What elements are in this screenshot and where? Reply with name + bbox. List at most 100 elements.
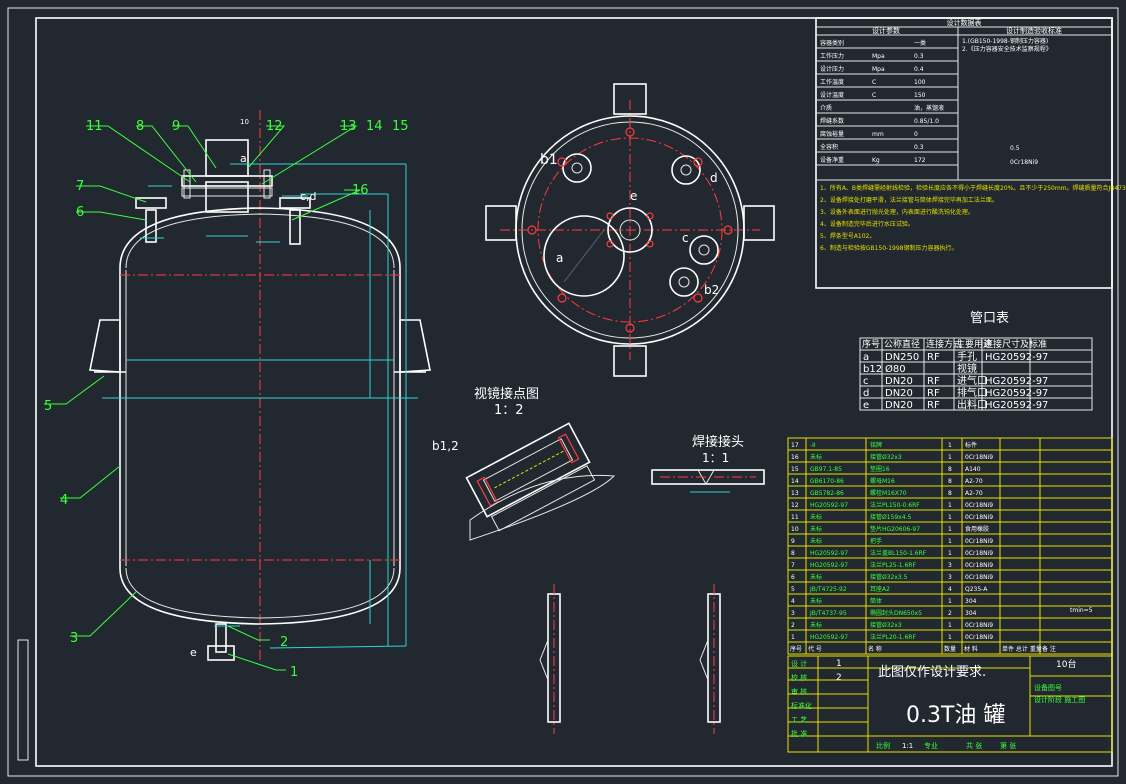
part-no-16: 16 bbox=[352, 183, 369, 198]
part-material: 0Cr18Ni9 bbox=[965, 634, 993, 641]
title-bottom-cell: 专业 bbox=[924, 741, 938, 750]
design-table-title: 设计数据表 bbox=[947, 18, 982, 27]
design-row-value: 0.4 bbox=[914, 66, 924, 73]
support-lug-left bbox=[89, 319, 121, 373]
part-material: 0Cr18Ni9 bbox=[965, 550, 993, 557]
part-no-1: 1 bbox=[290, 665, 298, 680]
parts-header-cell: 序号 bbox=[790, 645, 802, 653]
parts-header-cell: 材 料 bbox=[964, 645, 978, 653]
part-material: 标件 bbox=[965, 441, 977, 449]
center-outlet bbox=[607, 207, 653, 253]
top-label-e: e bbox=[630, 189, 637, 203]
nozzle-cell: b12 bbox=[863, 364, 882, 375]
part-name: 接管Ø32x3.5 bbox=[870, 573, 908, 581]
nozzle-cell: DN250 bbox=[885, 352, 919, 363]
drawing-border bbox=[35, 17, 1113, 767]
part-no: 13 bbox=[791, 490, 799, 497]
title-designer: 1 bbox=[836, 659, 842, 669]
top-lug-n bbox=[613, 83, 647, 115]
top-label-c: c bbox=[682, 231, 689, 245]
sight-glass-shell bbox=[469, 474, 616, 541]
part-no-12: 12 bbox=[266, 119, 283, 134]
part-no: 6 bbox=[791, 574, 795, 581]
main-label-a: a bbox=[240, 152, 247, 165]
design-data-table bbox=[815, 17, 1113, 289]
part-no-2: 2 bbox=[280, 635, 288, 650]
part-name: 螺母M16 bbox=[870, 477, 895, 485]
part-no: 16 bbox=[791, 454, 799, 461]
design-row-value: 150 bbox=[914, 92, 926, 99]
part-no-8: 8 bbox=[136, 119, 144, 134]
part-name: 法兰PL20-1.6RF bbox=[870, 633, 916, 641]
nozzle-table-title: 管口表 bbox=[970, 311, 1009, 326]
nozzle-cell: HG20592-97 bbox=[985, 388, 1048, 399]
part-name: 把手 bbox=[870, 537, 882, 545]
nozzle-cell: RF bbox=[927, 400, 940, 411]
design-row-unit: C bbox=[872, 79, 876, 86]
parts-header-cell: 单件 总计 重量 bbox=[1002, 645, 1042, 653]
part-material: A2-70 bbox=[965, 490, 983, 497]
part-no: 8 bbox=[791, 550, 795, 557]
part-qty: 1 bbox=[948, 598, 952, 605]
part-code: 未标 bbox=[810, 537, 822, 545]
part-no-9: 9 bbox=[172, 119, 180, 134]
design-col-left: 设计参数 bbox=[872, 26, 900, 35]
nozzle-cell: 进气口 bbox=[957, 374, 987, 387]
main-label-cd: c,d bbox=[300, 190, 317, 203]
part-qty: 1 bbox=[948, 502, 952, 509]
part-no: 11 bbox=[791, 514, 799, 521]
nozzle-cell: e bbox=[863, 400, 869, 411]
nozzle-flange-right bbox=[279, 197, 311, 209]
design-row-value: 100 bbox=[914, 79, 926, 86]
part-code: JB/T4737-95 bbox=[809, 610, 847, 617]
nozzle-cell: 手孔 bbox=[957, 350, 977, 363]
title-note: 此图仅作设计要求. bbox=[878, 665, 986, 680]
part-no-7: 7 bbox=[76, 179, 84, 194]
part-no-3: 3 bbox=[70, 631, 78, 646]
part-material: 0Cr18Ni9 bbox=[965, 622, 993, 629]
title-row-label: 校 核 bbox=[791, 673, 807, 682]
part-material: A2-70 bbox=[965, 478, 983, 485]
part-name: 筒体 bbox=[870, 597, 882, 605]
nozzle-flange-left bbox=[135, 197, 167, 209]
design-row-label: 容器类别 bbox=[820, 39, 844, 47]
design-row-value: 油，蒸馏液 bbox=[914, 104, 944, 112]
top-label-a: a bbox=[556, 251, 563, 265]
part-name: 接管Ø159x4.5 bbox=[870, 513, 911, 521]
title-bottom-cell: 共 张 bbox=[966, 741, 982, 750]
part-name: 铭牌 bbox=[870, 441, 882, 449]
top-lug-s bbox=[613, 345, 647, 377]
title-bottom-cell: 第 张 bbox=[1000, 741, 1016, 750]
part-name: 接管Ø32x3 bbox=[870, 453, 902, 461]
nozzle-cell: RF bbox=[927, 352, 940, 363]
top-head bbox=[119, 207, 401, 269]
title-qty: 10台 bbox=[1056, 658, 1076, 670]
part-name: 垫片HG20606-97 bbox=[870, 525, 920, 533]
nozzle-b2-top bbox=[669, 267, 699, 297]
part-qty: 1 bbox=[948, 538, 952, 545]
nozzle-cell: RF bbox=[927, 388, 940, 399]
part-name: 接管Ø32x3 bbox=[870, 621, 902, 629]
design-test-pressure: 0.5 bbox=[1010, 145, 1020, 152]
nozzle-cell: HG20592-97 bbox=[985, 352, 1048, 363]
weld-title: 焊接接头 bbox=[692, 434, 744, 450]
nozzle-cell: HG20592-97 bbox=[985, 400, 1048, 411]
support-lug-right bbox=[399, 319, 431, 373]
part-qty: 1 bbox=[948, 514, 952, 521]
design-row-label: 设计温度 bbox=[820, 91, 844, 99]
title-bottom-cell: 1:1 bbox=[902, 742, 913, 750]
parts-remark: tmin=5 bbox=[1070, 607, 1093, 614]
nozzle-cell: 出料口 bbox=[957, 398, 987, 411]
design-row-label: 腐蚀裕量 bbox=[820, 130, 844, 138]
part-material: 304 bbox=[965, 598, 977, 605]
nozzle-cell: DN20 bbox=[885, 388, 913, 399]
top-label-b1: b1 bbox=[540, 152, 558, 168]
note-line: 2、设备焊接处打磨平滑，法兰接管与筒体焊接完毕再加工法兰面。 bbox=[820, 196, 998, 204]
part-no-4: 4 bbox=[60, 493, 68, 508]
part-qty: 1 bbox=[948, 442, 952, 449]
design-standard-1: 1.(GB150-1998-钢制压力容器) bbox=[962, 37, 1048, 45]
title-row-label: 工 艺 bbox=[791, 716, 807, 724]
note-line: 1、所有A、B类焊缝需经射线检验，检验长度应各不得小于焊缝长度20%。且不少于2… bbox=[820, 184, 1126, 192]
